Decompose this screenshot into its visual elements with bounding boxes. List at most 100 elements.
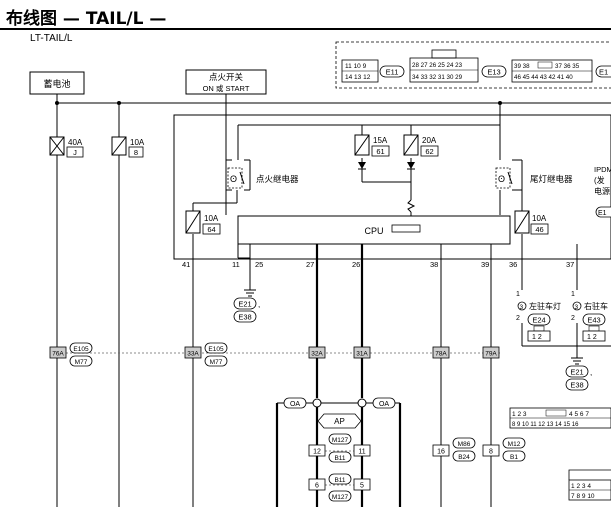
svg-text:蓄电池: 蓄电池	[43, 78, 70, 89]
oa-left-label: OA	[283, 397, 307, 409]
svg-text:25: 25	[255, 260, 263, 269]
svg-text:ʘ: ʘ	[498, 174, 505, 184]
connector-e1x-grid: 39 38 37 36 35 46 45 44 43 42 41 40	[511, 59, 593, 83]
svg-text:J: J	[73, 148, 77, 157]
svg-text:34 33 32 31 30 29: 34 33 32 31 30 29	[412, 74, 463, 81]
fuse-10a-battery: 10A 8	[111, 136, 145, 158]
pin-labels: 41 11 25 27 26 38 39 36 37	[182, 260, 574, 269]
svg-text:B11: B11	[334, 455, 345, 462]
connector-m86-b24: M86 B24	[452, 437, 476, 462]
svg-text:M77: M77	[75, 359, 88, 366]
svg-text:10A: 10A	[532, 214, 547, 223]
title-rule	[0, 28, 611, 30]
svg-text:31A: 31A	[356, 351, 368, 358]
svg-text:16: 16	[437, 449, 445, 456]
tail-relay: ʘ 尾灯继电器	[495, 167, 573, 189]
ipdm-internal-wires	[192, 103, 523, 507]
svg-text:8: 8	[134, 148, 138, 157]
e11-r1: 11 10 9	[345, 63, 367, 70]
terminal-32a: 32A	[308, 346, 326, 359]
svg-text:4 5 6 7: 4 5 6 7	[569, 411, 589, 418]
svg-text:B24: B24	[458, 454, 470, 461]
svg-text:OA: OA	[379, 401, 389, 408]
svg-text:2: 2	[516, 315, 520, 322]
svg-text:E24: E24	[532, 316, 545, 325]
terminal-76a: 76A	[49, 346, 67, 359]
svg-text:46: 46	[535, 225, 543, 234]
terminal-6: 6	[308, 478, 326, 491]
terminal-11: 11	[353, 444, 371, 457]
output-wires	[237, 244, 611, 507]
svg-text:尾灯继电器: 尾灯继电器	[530, 174, 573, 184]
svg-text:E11: E11	[386, 68, 399, 77]
terminal-16: 16	[432, 444, 450, 457]
svg-text:3: 3	[520, 304, 524, 311]
svg-text:40A: 40A	[68, 138, 83, 147]
svg-text:1 2: 1 2	[587, 334, 597, 341]
terminal-31a: 31A	[353, 346, 371, 359]
svg-text:20A: 20A	[422, 136, 437, 145]
svg-text:26: 26	[352, 260, 360, 269]
svg-text:E43: E43	[587, 316, 600, 325]
ipdm-label: IPDM (发 电源 E1	[594, 165, 611, 218]
svg-text:32A: 32A	[311, 351, 323, 358]
svg-text:2: 2	[571, 315, 575, 322]
terminal-33a: 33A	[184, 346, 202, 359]
svg-text:7 8 9 10: 7 8 9 10	[571, 493, 595, 500]
terminal-8: 8	[482, 444, 500, 457]
svg-text:点火继电器: 点火继电器	[256, 174, 299, 184]
connector-e105-m77-left: E105 M77	[69, 342, 93, 367]
e11-r2: 14 13 12	[345, 74, 371, 81]
svg-text:(发: (发	[594, 175, 605, 185]
fuse-40a: 40A J	[49, 136, 84, 158]
svg-text:M86: M86	[458, 441, 471, 448]
fuse-20a: 20A 62	[403, 134, 439, 170]
fuse-15a: 15A 61	[354, 134, 390, 170]
svg-text:41: 41	[182, 260, 190, 269]
svg-text:6: 6	[315, 483, 319, 490]
svg-text:37 36 35: 37 36 35	[555, 63, 580, 70]
svg-text:62: 62	[425, 147, 433, 156]
svg-text:1 2 3: 1 2 3	[512, 411, 527, 418]
oa-right-label: OA	[372, 397, 396, 409]
svg-text:E105: E105	[208, 346, 224, 353]
svg-text:B11: B11	[334, 477, 345, 484]
fuse-10a-64: 10A 64	[185, 210, 221, 235]
svg-text:B1: B1	[510, 454, 518, 461]
svg-text:5: 5	[360, 483, 364, 490]
connector-grid-16pin: 1 2 3 4 5 6 7 8 9 10 11 12 13 14 15 16	[509, 407, 611, 429]
svg-text:64: 64	[207, 225, 215, 234]
svg-text:3: 3	[575, 304, 579, 311]
svg-text:E38: E38	[570, 381, 583, 390]
svg-text:E38: E38	[238, 313, 251, 322]
svg-text:10A: 10A	[204, 214, 219, 223]
connector-legend-box	[335, 41, 611, 89]
svg-text:1 2: 1 2	[532, 334, 542, 341]
svg-text:电源: 电源	[594, 186, 610, 196]
page-subtitle: LT-TAIL/L	[30, 33, 73, 44]
svg-text:78A: 78A	[435, 351, 447, 358]
connector-label-e11: E11	[379, 65, 405, 78]
svg-text:79A: 79A	[485, 351, 497, 358]
svg-text:1: 1	[571, 291, 575, 298]
svg-text:E21: E21	[570, 368, 583, 377]
svg-text:ʘ: ʘ	[230, 174, 237, 184]
svg-text:36: 36	[509, 260, 517, 269]
ipdm-box	[173, 114, 611, 260]
svg-text:E13: E13	[487, 68, 500, 77]
svg-text:E1: E1	[599, 68, 608, 77]
svg-text:左驻车灯: 左驻车灯	[529, 301, 561, 311]
connector-e105-m77-mid: E105 M77	[204, 342, 228, 367]
svg-text:33A: 33A	[187, 351, 199, 358]
svg-text:IPDM: IPDM	[594, 165, 611, 174]
svg-text:38: 38	[430, 260, 438, 269]
svg-text:M12: M12	[508, 441, 521, 448]
connector-e11-grid: 11 10 9 14 13 12	[341, 59, 379, 83]
terminal-5: 5	[353, 478, 371, 491]
ignition-switch-block: 点火开关 ON 或 START	[185, 69, 267, 95]
svg-text:ON 或 START: ON 或 START	[203, 83, 250, 93]
svg-text:76A: 76A	[52, 351, 64, 358]
connector-b11-m127-lower: B11 M127	[328, 473, 352, 502]
terminal-78a: 78A	[432, 346, 450, 359]
